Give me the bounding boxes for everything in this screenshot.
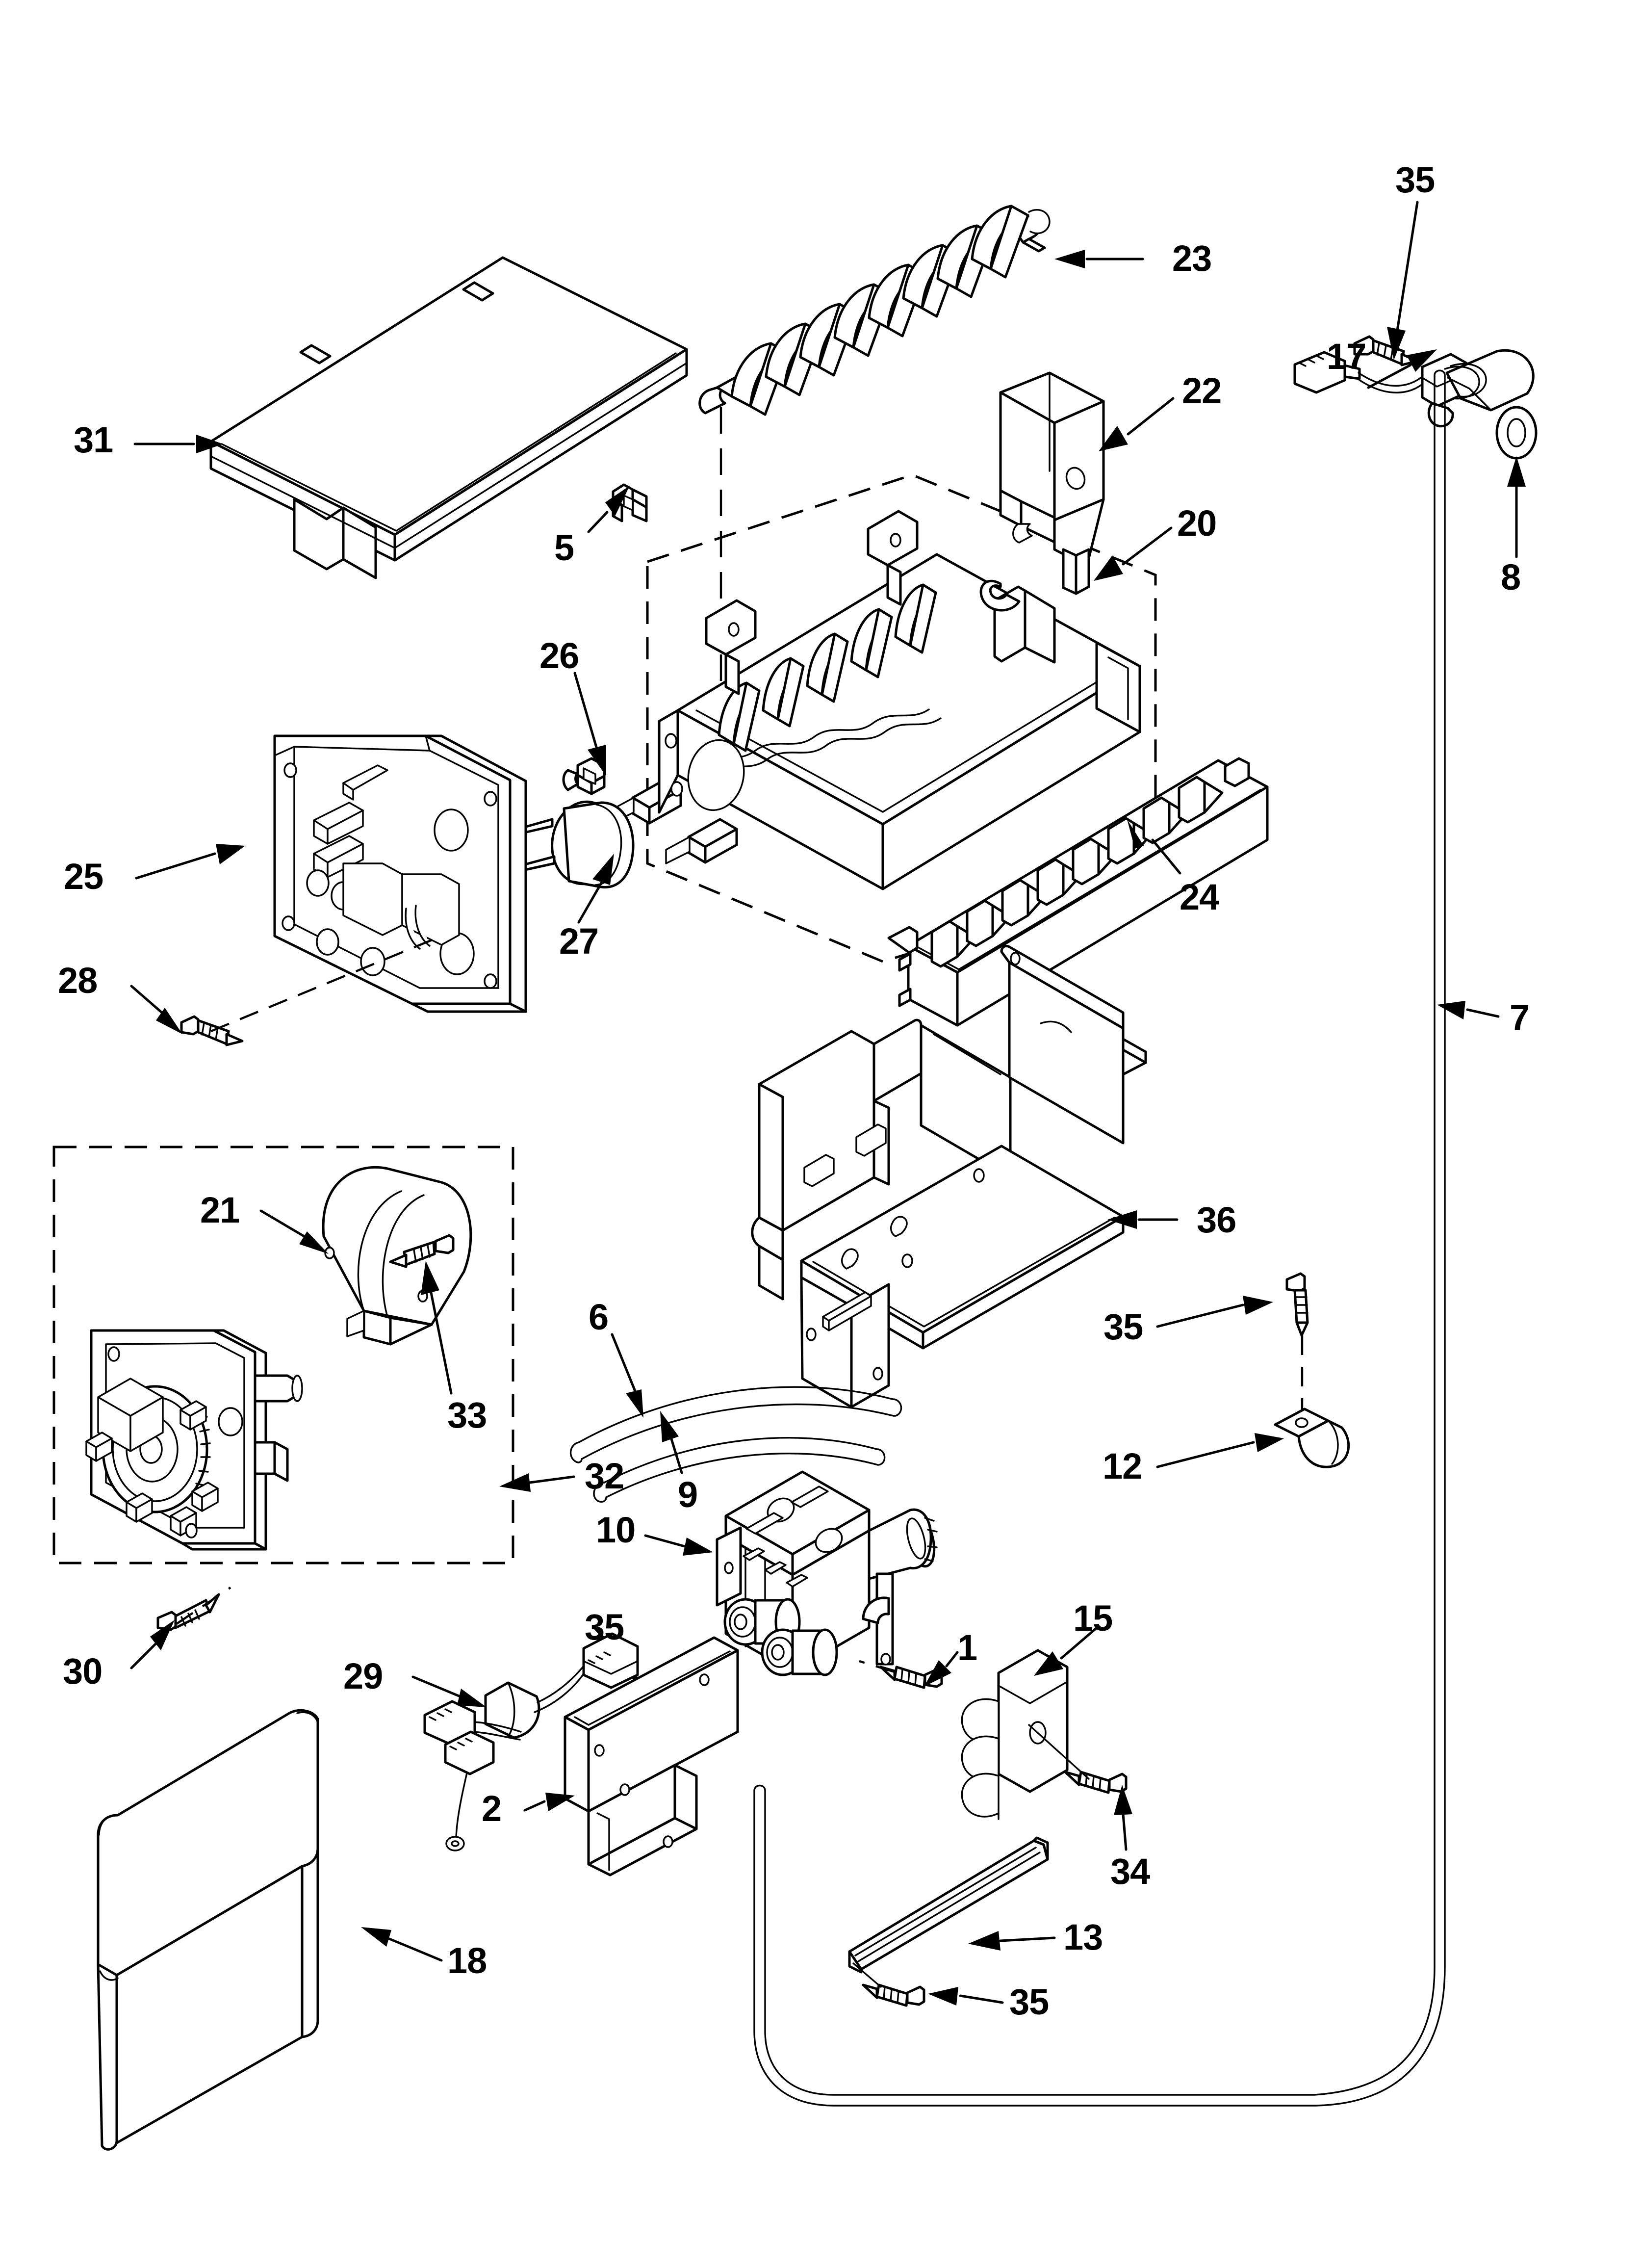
callout-9: 9 [678,1474,698,1515]
part-2-valve-mounting-bracket [564,1636,739,1877]
callout-26: 26 [539,635,579,676]
leader-17 [1367,349,1437,389]
part-35-screw-rail [862,1983,925,2007]
leader-32 [499,1473,575,1492]
leader-13 [968,1931,1056,1951]
callout-25: 25 [64,856,103,897]
callout-24: 24 [1180,877,1219,917]
leader-10 [644,1534,713,1556]
callout-27: 27 [559,921,599,962]
part-30-screw [156,1593,220,1631]
callout-22: 22 [1182,370,1222,411]
callout-17: 17 [1327,336,1366,377]
part-29-wire-harness [423,1632,639,1851]
part-7-water-supply-tube [753,369,1446,2107]
leader-33 [421,1261,453,1395]
part-18-ice-storage-bin [97,1709,319,2151]
leader-22 [1099,397,1175,451]
leader-8 [1507,456,1526,558]
callout-21: 21 [200,1190,240,1230]
part-9-water-tube [593,1437,886,1503]
leader-6 [611,1333,643,1418]
part-33-screw [389,1234,455,1268]
assembly-line-1 [859,1660,895,1673]
callout-8: 8 [1501,557,1521,598]
leader-24 [1127,819,1181,875]
callout-18: 18 [447,1940,487,1981]
leader-12 [1156,1433,1284,1468]
leader-28 [130,985,182,1034]
callout-5: 5 [554,527,574,568]
part-15-tubing-retainer-bracket [961,1649,1069,1820]
callout-33: 33 [447,1395,487,1435]
callout-6: 6 [589,1297,609,1337]
callout-35-top: 35 [1395,159,1435,200]
leader-5 [587,486,630,533]
part-22-water-fill-cup [999,371,1105,595]
assembly-line-34 [1028,1724,1090,1780]
callout-29: 29 [343,1656,383,1696]
part-23-ejector-arm [698,205,1051,416]
callout-2: 2 [482,1788,502,1829]
callout-15: 15 [1073,1598,1113,1639]
leader-15 [1034,1627,1097,1676]
leader-35-clamp [1156,1296,1273,1328]
callout-35-rail: 35 [1009,1981,1049,2022]
leader-27 [577,854,614,924]
callout-30: 30 [63,1651,103,1692]
part-31-ice-container-lid [209,256,688,579]
assembly-line-30 [176,1587,231,1625]
leader-29 [411,1675,487,1707]
callout-1: 1 [957,1627,977,1668]
callout-35-clamp: 35 [1103,1306,1143,1347]
callout-12: 12 [1103,1446,1142,1486]
part-32-motor-gear-assembly [85,1329,303,1551]
callout-13: 13 [1063,1917,1103,1957]
leader-36 [1107,1210,1179,1229]
leader-20 [1094,526,1173,581]
part-21-motor-cover [322,1166,472,1346]
group-box-icemaker [646,473,1157,963]
part-6-water-tube [569,1386,902,1463]
leader-31 [133,435,223,453]
part-26-coupling [562,757,606,795]
callout-7: 7 [1510,997,1530,1038]
part-34-screw [1064,1771,1128,1794]
leader-9 [660,1411,683,1474]
callout-36: 36 [1197,1199,1236,1240]
part-35-screw-clamp [1285,1272,1309,1337]
leader-25 [135,844,245,880]
part-36-support-bracket [751,944,1147,1408]
leader-34 [1114,1785,1132,1851]
leader-30 [130,1620,175,1669]
assembly-line-28 [210,935,442,1033]
assembly-line-35d [852,1962,882,1988]
callout-31: 31 [74,419,113,460]
part-12-tube-clamp [1274,1408,1350,1468]
leader-1 [924,1651,959,1687]
leader-18 [361,1927,443,1962]
leader-2 [523,1793,575,1812]
callout-34: 34 [1110,1851,1150,1892]
leader-35d [928,1987,1004,2006]
part-8-washer [1495,406,1538,460]
callout-35-valve: 35 [585,1607,624,1647]
callout-20: 20 [1177,503,1217,544]
leader-35-top [1387,201,1419,360]
leader-21 [259,1209,329,1254]
leader-26 [573,672,606,776]
callout-10: 10 [596,1510,636,1550]
part-10-water-inlet-valve [716,1470,938,1676]
callout-23: 23 [1172,238,1212,279]
leader-7 [1437,1001,1500,1019]
callout-28: 28 [58,960,98,1001]
part-27-drive-motor [513,800,635,888]
part-20-icemaker-mold-body [609,510,1141,890]
callout-32: 32 [585,1456,624,1496]
part-35-screw-top [1353,335,1419,366]
leader-23 [1054,250,1144,268]
part-13-tube-guide-rail [848,1836,1049,1974]
part-25-control-housing [273,734,527,1013]
